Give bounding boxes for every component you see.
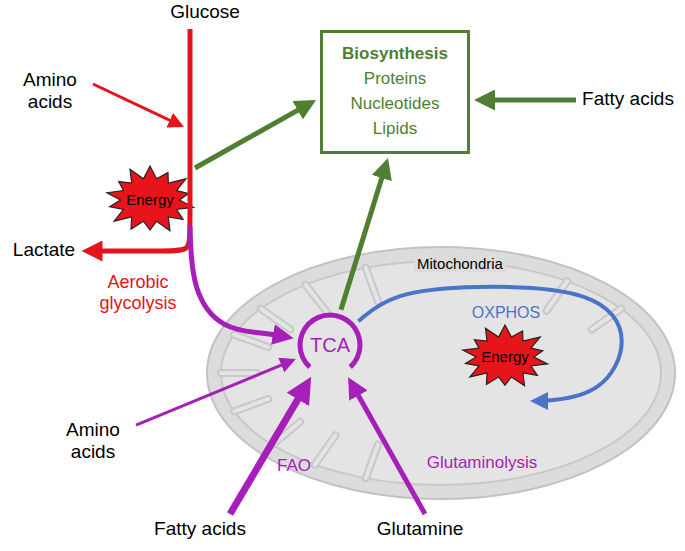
- text-group: BiosynthesisProteins Nucleotides Lipids: [327, 42, 463, 142]
- node-label: Fatty acids: [152, 518, 248, 540]
- energy-burst: Energy: [104, 166, 196, 234]
- text-group: Fatty acids: [152, 518, 248, 540]
- text-group: Mitochondria: [205, 255, 677, 272]
- text-group: Energy: [126, 191, 174, 208]
- text-group: Amino acids: [58, 419, 128, 463]
- node-label: TCA: [310, 334, 350, 357]
- edge-label-box: Aerobic glycolysis: [91, 272, 186, 313]
- text-group: Energy: [481, 348, 529, 365]
- pathway-label: OXPHOS: [472, 304, 540, 322]
- node-label: Amino acids: [15, 69, 85, 113]
- outer-membrane: [207, 247, 675, 499]
- substrate-label: Amino acids: [58, 419, 132, 465]
- text-group: Glucose: [168, 1, 242, 23]
- pathway-label: Glutaminolysis: [427, 453, 538, 473]
- edge-label-box: Glutaminolysis: [427, 453, 538, 473]
- node-label: Energy: [481, 348, 529, 365]
- flow-arrow: [93, 84, 177, 124]
- node-label: Lactate: [11, 239, 78, 261]
- box-heading: Biosynthesis: [327, 42, 463, 67]
- energy-star: [107, 166, 194, 231]
- substrate-label: Amino acids: [15, 69, 89, 115]
- energy-burst: Energy: [460, 325, 550, 389]
- box-body: Proteins Nucleotides Lipids: [345, 67, 445, 142]
- text-group: Lactate: [11, 239, 78, 261]
- pathway-label: Aerobic glycolysis: [91, 272, 186, 313]
- edge-label-box: OXPHOS: [472, 304, 540, 322]
- node-label: Energy: [126, 191, 174, 208]
- cristae: [221, 268, 621, 478]
- substrate-label: Glucose: [168, 1, 242, 25]
- product-label: Lactate: [11, 239, 78, 263]
- text-group: TCA: [310, 334, 350, 357]
- process-box: BiosynthesisProteins Nucleotides Lipids: [320, 30, 470, 154]
- flow-arrow: [485, 98, 577, 103]
- pathway-label: FAO: [277, 456, 311, 476]
- substrate-label: Fatty acids: [580, 88, 676, 112]
- cycle-circle: TCA: [297, 312, 363, 378]
- node-label: Glutamine: [375, 518, 466, 540]
- node-label: Glucose: [168, 1, 242, 23]
- cycle-arc: [298, 313, 363, 369]
- substrate-label: Fatty acids: [152, 518, 248, 542]
- energy-star: [463, 325, 548, 386]
- flow-arrow: [195, 105, 307, 168]
- edge-label-box: FAO: [277, 456, 311, 476]
- node-label: Mitochondria: [414, 255, 506, 272]
- node-label: Fatty acids: [580, 88, 676, 110]
- text-group: Amino acids: [15, 69, 85, 113]
- node-label: Amino acids: [58, 419, 128, 463]
- text-group: Fatty acids: [580, 88, 676, 110]
- inner-membrane: [221, 261, 661, 485]
- text-group: Glutamine: [375, 518, 466, 540]
- substrate-label: Glutamine: [375, 518, 466, 542]
